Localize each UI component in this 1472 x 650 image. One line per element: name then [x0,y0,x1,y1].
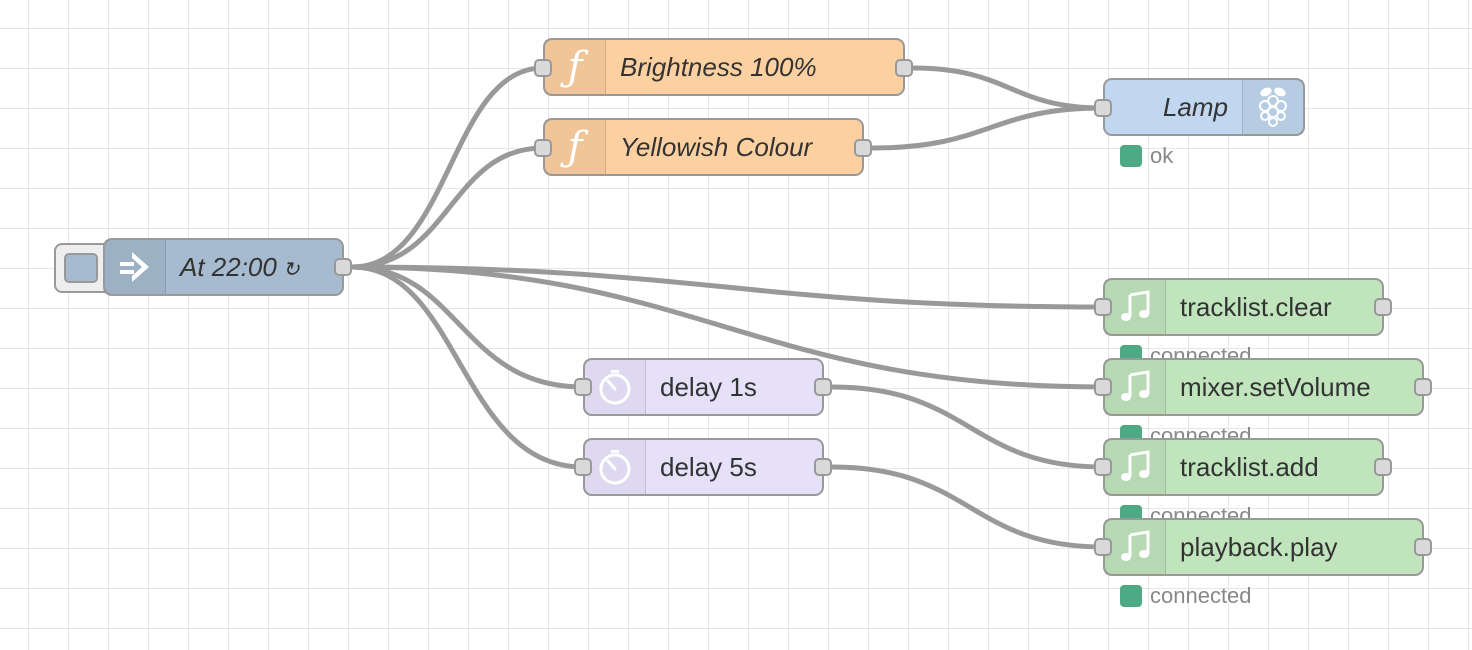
status-text: connected [1150,583,1252,608]
mopidy-node-tracklist-add[interactable]: tracklist.add [1103,438,1384,496]
wire-delay5-to-playback-play[interactable] [829,464,1106,550]
mopidy-node-tracklist-clear[interactable]: tracklist.clear [1103,278,1384,336]
rpi-node-lamp[interactable]: Lamp [1103,78,1305,136]
wire-inject-to-delay1[interactable] [349,264,586,390]
wire-inject-to-yellowish[interactable] [349,145,546,270]
input-port[interactable] [534,59,552,77]
input-port[interactable] [1094,458,1112,476]
mopidy-node-mixer-setvolume[interactable]: mixer.setVolume [1103,358,1424,416]
output-port[interactable] [1414,378,1432,396]
node-label: At 22:00↻ [166,252,342,283]
input-port[interactable] [1094,298,1112,316]
timer-icon [585,440,646,494]
input-port[interactable] [1094,99,1112,117]
delay-node-1s[interactable]: delay 1s [583,358,824,416]
wire-inject-to-brightness[interactable] [349,65,546,270]
inject-time-label: At 22:00 [180,251,277,282]
node-label: Brightness 100% [620,51,817,82]
wire-brightness-to-lamp[interactable] [910,65,1106,111]
output-port[interactable] [895,59,913,77]
wire-yellowish-to-lamp[interactable] [869,105,1106,151]
input-port[interactable] [1094,378,1112,396]
output-port[interactable] [1374,458,1392,476]
function-node-yellowish[interactable]: ƒ Yellowish Colour [543,118,864,176]
inject-button-face [64,253,98,283]
music-note-icon [1105,440,1166,494]
inject-node[interactable]: At 22:00↻ [103,238,344,296]
status-indicator: connected [1120,583,1252,609]
node-label: mixer.setVolume [1180,371,1371,402]
arrow-in-icon [105,240,166,294]
output-port[interactable] [334,258,352,276]
input-port[interactable] [574,458,592,476]
node-label: Lamp [1162,91,1228,122]
function-icon: ƒ [545,120,606,174]
node-label: playback.play [1180,531,1338,562]
music-note-icon [1105,280,1166,334]
input-port[interactable] [1094,538,1112,556]
node-label: tracklist.add [1180,451,1319,482]
wire-inject-to-mixer-setvolume[interactable] [349,264,1106,390]
music-note-icon [1105,520,1166,574]
mopidy-node-playback-play[interactable]: playback.play [1103,518,1424,576]
input-port[interactable] [534,139,552,157]
input-port[interactable] [574,378,592,396]
wire-inject-to-delay5[interactable] [349,264,586,470]
function-icon: ƒ [545,40,606,94]
output-port[interactable] [814,378,832,396]
node-label: tracklist.clear [1180,291,1332,322]
timer-icon [585,360,646,414]
raspberry-pi-icon [1242,80,1303,134]
status-dot [1120,585,1142,607]
output-port[interactable] [1374,298,1392,316]
delay-node-5s[interactable]: delay 5s [583,438,824,496]
status-text: ok [1150,143,1174,168]
wire-inject-to-tracklist-clear[interactable] [349,264,1106,310]
node-label: delay 5s [660,451,757,482]
node-label: Yellowish Colour [620,131,813,162]
status-dot [1120,145,1142,167]
node-label: delay 1s [660,371,757,402]
music-note-icon [1105,360,1166,414]
output-port[interactable] [854,139,872,157]
output-port[interactable] [814,458,832,476]
repeat-icon: ↻ [282,258,300,281]
output-port[interactable] [1414,538,1432,556]
wire-delay1-to-tracklist-add[interactable] [829,384,1106,470]
function-node-brightness[interactable]: ƒ Brightness 100% [543,38,905,96]
status-indicator: ok [1120,143,1173,169]
